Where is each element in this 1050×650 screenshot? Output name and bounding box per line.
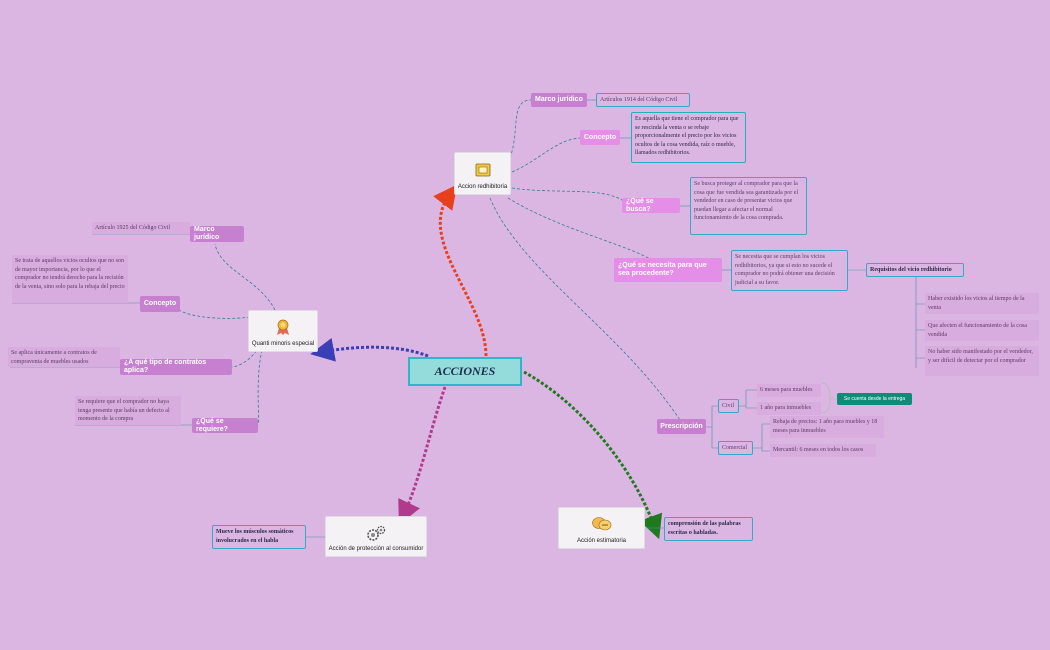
quanti-tipo-contratos[interactable]: ¿A qué tipo de contratos aplica?	[120, 359, 232, 375]
quanti-marco-text: Artículo 1925 del Código Civil	[92, 222, 190, 234]
redhibitoria-procedente-text: Se necesita que se cumplan los vicios re…	[731, 250, 848, 291]
quanti-minoris-title: Quanti minoris especial	[251, 341, 315, 347]
redhibitoria-concepto-text: Es aquella que tiene el comprador para q…	[631, 112, 746, 163]
proteccion-text: Mueve los músculos somáticos involucrado…	[212, 525, 306, 549]
civil-item: 1 año para inmuebles	[757, 402, 821, 415]
link-central-estimatoria	[523, 370, 663, 540]
civil-item: 6 meses para muebles	[757, 384, 821, 397]
redhibitoria-marco-juridico[interactable]: Marco jurídico	[531, 93, 587, 107]
comercial-item: Mercantil: 6 meses en todos los casos	[770, 444, 876, 457]
quanti-que-requiere[interactable]: ¿Qué se requiere?	[192, 418, 258, 433]
redhibitoria-marco-text: Artículos 1914 del Código Civil	[596, 93, 690, 107]
requisito-item: No haber sido manifestado por el vendedo…	[925, 346, 1039, 376]
award-ribbon-icon	[275, 318, 291, 338]
comercial-item: Rebaja de precios: 1 año para muebles y …	[770, 416, 884, 438]
redhibitoria-procedente[interactable]: ¿Qué se necesita para que sea procedente…	[614, 258, 722, 282]
quanti-requiere-text: Se requiere que el comprador no haya ten…	[75, 396, 181, 425]
accion-redhibitoria-title: Accion redhibitoria	[457, 184, 508, 190]
civil-badge: Se cuenta desde la entrega	[837, 393, 912, 405]
central-topic[interactable]: ACCIONES	[408, 357, 522, 386]
redhibitoria-busca-text: Se busca proteger al comprador para que …	[690, 177, 807, 235]
prescripcion-node[interactable]: Prescripción	[657, 419, 706, 434]
requisitos-vicio-label[interactable]: Requisitos del vicio redhibitorio	[866, 263, 964, 277]
requisito-item: Que afecten el funcionamiento de la cosa…	[925, 320, 1039, 341]
chat-bubbles-icon	[591, 516, 613, 535]
quanti-tipo-text: Se aplica únicamente a contratos de comp…	[8, 347, 120, 367]
accion-redhibitoria-node[interactable]: Accion redhibitoria	[454, 152, 511, 195]
folder-icon	[474, 161, 492, 181]
quanti-concepto[interactable]: Concepto	[140, 296, 180, 312]
accion-estimatoria-title: Acción estimatoria	[576, 538, 627, 544]
proteccion-consumidor-node[interactable]: Acción de protección al consumidor	[325, 516, 427, 557]
quanti-concepto-text: Se trata de aquellos vicios ocultos que …	[12, 255, 128, 303]
prescripcion-civil[interactable]: Civil	[718, 399, 739, 413]
link-central-redhibitoria	[433, 184, 488, 357]
redhibitoria-que-busca[interactable]: ¿Qué se busca?	[622, 198, 680, 213]
redhibitoria-concepto[interactable]: Concepto	[580, 130, 620, 145]
accion-estimatoria-node[interactable]: Acción estimatoria	[558, 507, 645, 549]
proteccion-consumidor-title: Acción de protección al consumidor	[328, 546, 424, 552]
prescripcion-comercial[interactable]: Comercial	[718, 441, 753, 455]
quanti-minoris-node[interactable]: Quanti minoris especial	[248, 310, 318, 352]
quanti-marco-juridico[interactable]: Marco jurídico	[190, 226, 244, 242]
requisito-item: Haber existido los vicios al tiempo de l…	[925, 293, 1039, 314]
link-central-quanti	[310, 338, 429, 362]
estimatoria-text: comprensión de las palabras escritas o h…	[664, 517, 753, 541]
link-central-proteccion	[398, 386, 447, 525]
gears-icon	[365, 525, 387, 543]
